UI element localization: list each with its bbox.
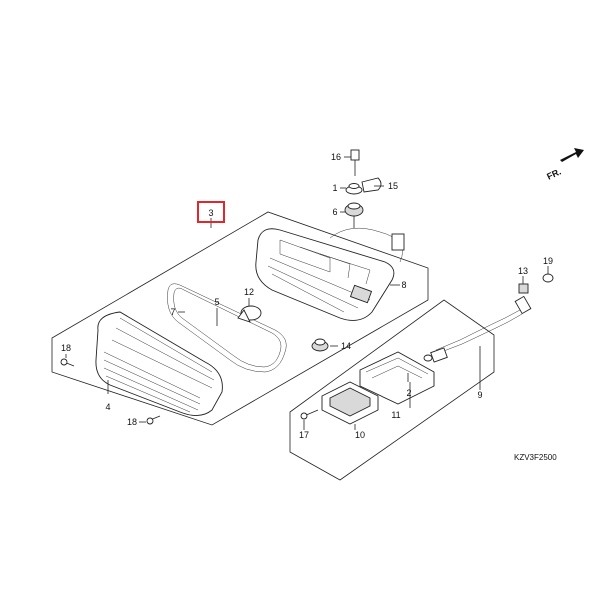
label-part-16: 16: [331, 152, 341, 162]
license-light-body: [359, 351, 435, 405]
screw-license: [300, 409, 319, 420]
label-part-5: 5: [214, 297, 219, 307]
label-part-12: 12: [244, 287, 254, 297]
license-light-frame: [289, 299, 495, 481]
collar: [345, 183, 363, 195]
screw-lower: [146, 415, 161, 425]
housing-connector: [391, 233, 405, 251]
front-direction-arrow: FR.: [545, 148, 584, 182]
bulb: [237, 305, 262, 323]
clip: [518, 283, 529, 294]
socket: [423, 347, 448, 363]
assembly-frame: [51, 211, 429, 426]
direction-label: FR.: [545, 166, 562, 181]
label-part-8: 8: [401, 280, 406, 290]
label-part-1: 1: [332, 183, 337, 193]
label-part-18-upper: 18: [61, 343, 71, 353]
label-part-18-lower: 18: [127, 417, 137, 427]
label-part-17: 17: [299, 430, 309, 440]
label-part-6: 6: [332, 207, 337, 217]
grommet: [344, 202, 364, 228]
label-part-15: 15: [388, 181, 398, 191]
label-part-11: 11: [391, 410, 400, 420]
bracket: [361, 177, 382, 193]
screw-upper: [60, 358, 75, 367]
outer-lens-cover: [95, 311, 223, 416]
label-part-13: 13: [518, 266, 528, 276]
small-grommet: [311, 338, 329, 352]
highlight-box: [197, 201, 225, 223]
label-part-9: 9: [477, 390, 482, 400]
label-part-10: 10: [355, 430, 365, 440]
nut: [542, 273, 554, 283]
license-harness: [435, 309, 521, 351]
leader-lines: [65, 156, 549, 430]
harness-connector: [514, 295, 532, 315]
bolt: [350, 149, 360, 176]
license-light-lens: [321, 381, 379, 425]
gasket: [167, 283, 287, 373]
label-part-7: 7: [170, 307, 175, 317]
label-part-2: 2: [406, 388, 411, 398]
tail-light-housing: [255, 228, 395, 321]
label-part-19: 19: [543, 256, 553, 266]
diagram-code: KZV3F2500: [514, 453, 557, 462]
label-part-14: 14: [341, 341, 351, 351]
label-part-3: 3: [208, 208, 213, 218]
label-part-4: 4: [105, 402, 110, 412]
